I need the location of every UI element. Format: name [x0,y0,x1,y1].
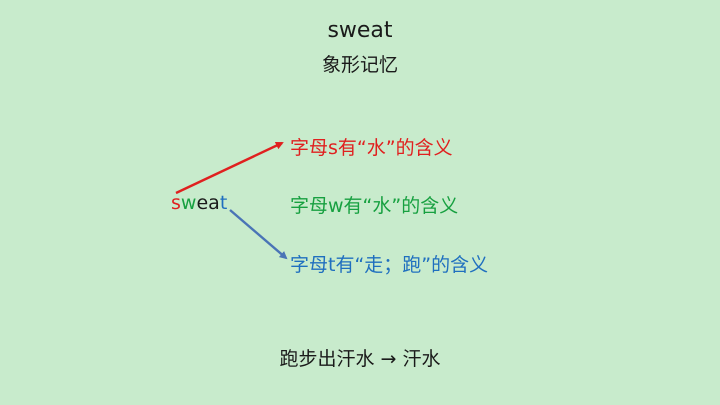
letter-w: w [180,192,197,214]
slide-subtitle: 象形记忆 [321,54,398,76]
meaning-t: 字母t有“走；跑”的含义 [290,254,489,276]
arrow-t-to-meaning-3 [229,209,288,260]
letter-s: s [171,192,181,214]
letter-e: e [196,192,209,214]
arrow-s-to-meaning-1 [175,141,284,195]
slide-title: sweat [327,18,393,43]
meaning-w: 字母w有“水”的含义 [290,195,459,217]
letter-t: t [219,192,228,214]
letter-a: a [208,192,220,214]
word-sweat: sweat [171,192,227,214]
footer-summary: 跑步出汗水 → 汗水 [279,348,441,370]
meaning-s: 字母s有“水”的含义 [290,137,453,159]
